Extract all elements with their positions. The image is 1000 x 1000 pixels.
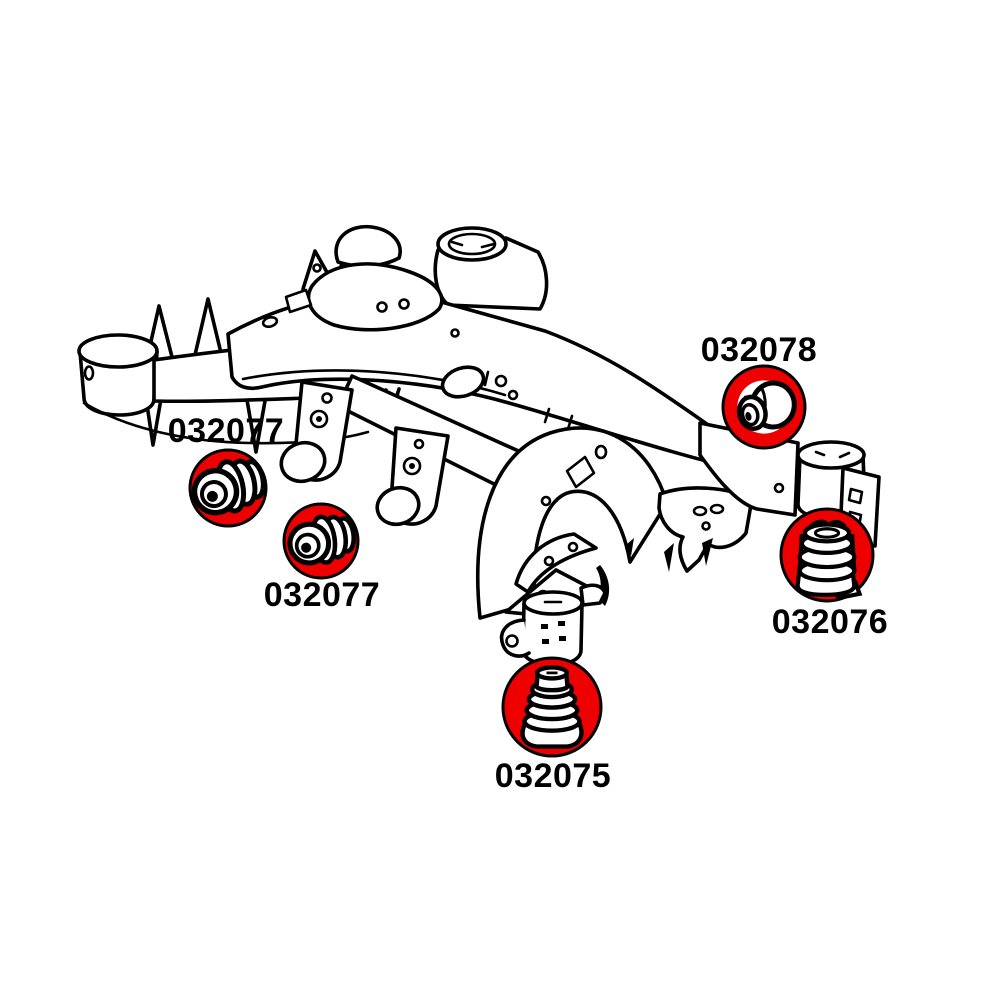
part-marker-032078 (721, 364, 807, 450)
part-marker-032075 (501, 656, 603, 758)
bracket-left-upper (279, 380, 354, 484)
part-label-032076: 032076 (772, 603, 888, 641)
center-right-bracket (657, 486, 754, 573)
part-marker-032077-left (189, 448, 268, 528)
part-label-032078: 032078 (701, 331, 817, 369)
subframe-drawing (77, 224, 881, 667)
part-label-032077-center: 032077 (264, 576, 380, 614)
part-markers-layer (189, 364, 875, 758)
right-mount (698, 421, 881, 559)
part-label-032077-left: 032077 (168, 412, 284, 450)
part-labels-layer: 032077 032077 032078 032076 032075 (168, 331, 888, 795)
vertical-stack-bushing-icon (798, 521, 860, 598)
part-marker-032076 (779, 507, 875, 603)
main-crossmember (226, 262, 744, 471)
bracket-left-lower (375, 426, 450, 527)
part-label-032075: 032075 (495, 757, 611, 795)
part-marker-032077-center (282, 502, 360, 580)
bottom-mount (499, 583, 607, 667)
